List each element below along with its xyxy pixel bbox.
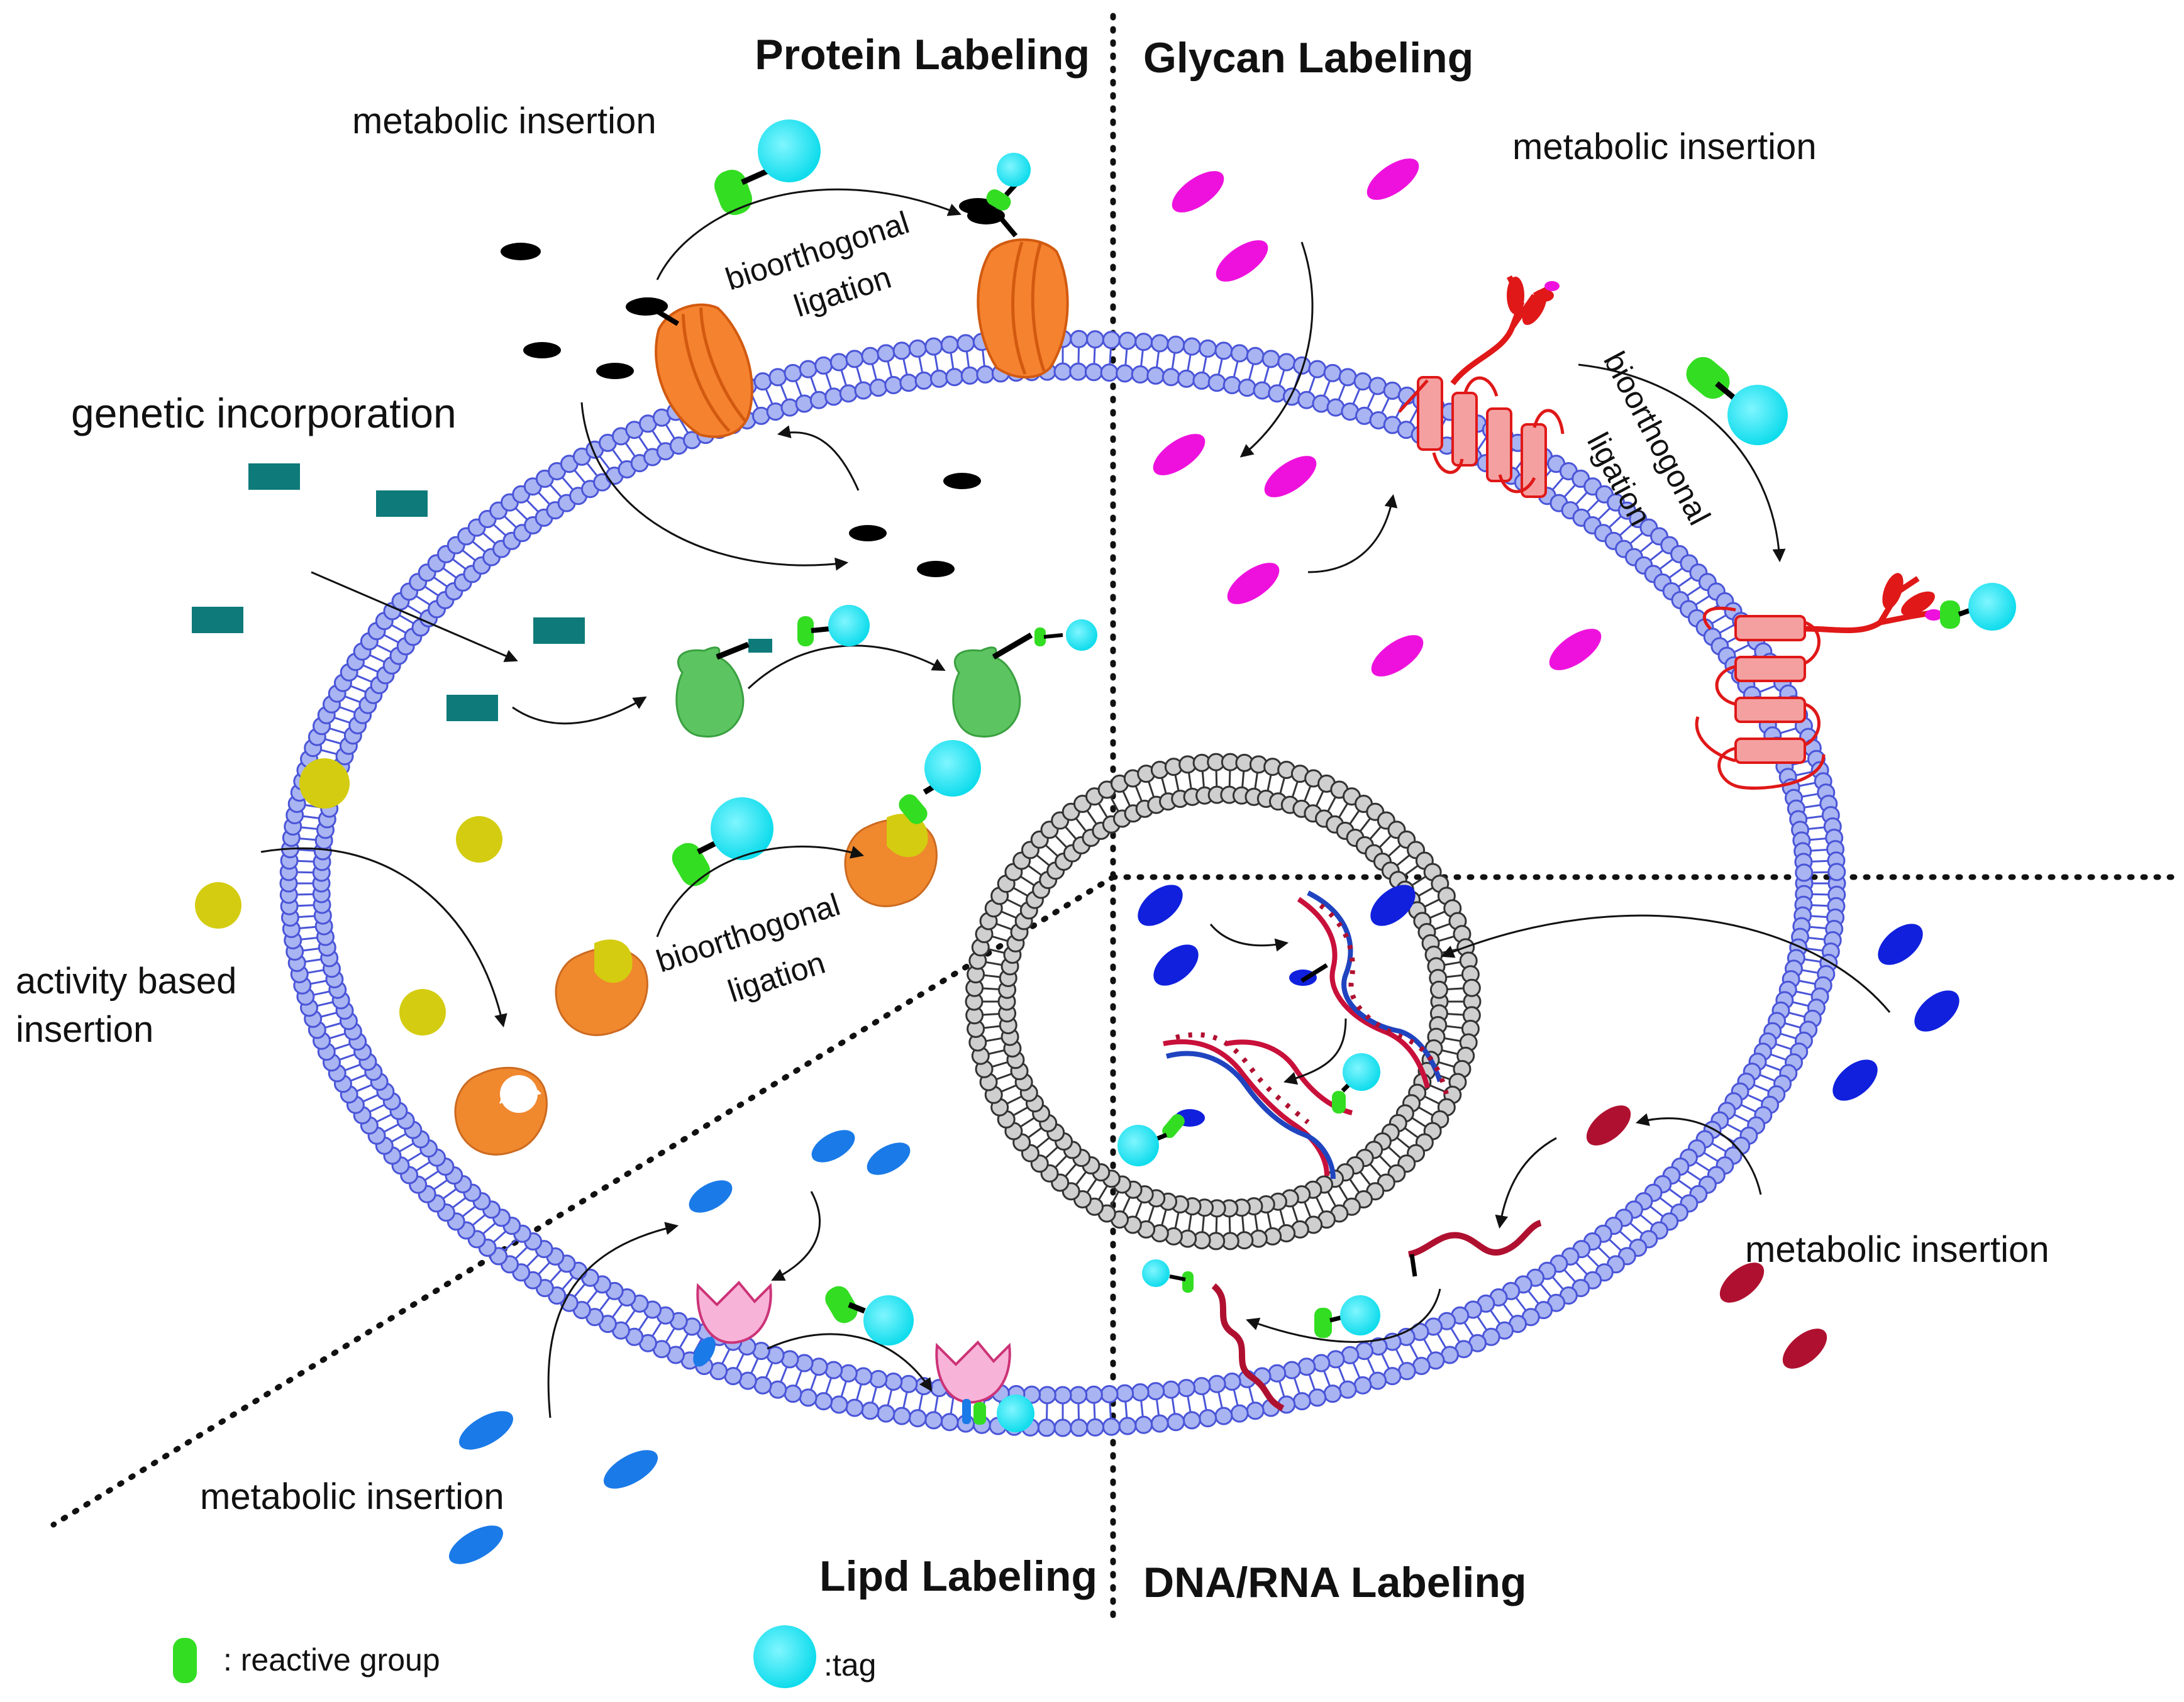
label-activity-based-2: insertion	[16, 1009, 153, 1050]
arrow-bioorthogonal-2	[656, 845, 865, 937]
enzyme-orange-bound	[555, 939, 648, 1036]
rna-precursors	[1586, 1105, 1827, 1369]
label-metabolic-insertion-lipid: metabolic insertion	[200, 1476, 504, 1517]
arrow-genetic-incorporation	[311, 571, 518, 662]
enzyme-orange-free	[454, 1066, 548, 1156]
arrow-rna-transcription	[1495, 1137, 1557, 1229]
arrow-genetic-to-enzyme	[512, 696, 647, 725]
title-protein-labeling: Protein Labeling	[755, 31, 1090, 79]
probe-protein-top	[714, 119, 821, 215]
activity-probes	[195, 758, 502, 1036]
unnatural-amino-acids	[192, 463, 772, 721]
arrow-dna-nuclear	[1283, 1018, 1347, 1085]
protein-labeling-group	[192, 119, 1097, 1156]
arrow-protein-return	[777, 425, 860, 491]
arrow-glycan-insertion	[1239, 241, 1314, 458]
label-activity-based-1: activity based	[16, 961, 236, 1002]
dna-helix-2	[1163, 1032, 1353, 1180]
arrow-glycan-return	[1307, 494, 1398, 573]
divider-diagonal	[50, 874, 1116, 1528]
arrow-protein-cycle	[580, 402, 849, 571]
arrow-bioorthogonal-3	[1578, 363, 1786, 563]
probe-activity	[672, 797, 773, 887]
arrow-enzyme-ligation	[747, 644, 946, 690]
probe-enzyme	[797, 605, 870, 646]
arrow-lipid-to-flower	[771, 1191, 821, 1281]
probe-rna	[1314, 1295, 1380, 1338]
title-lipid-labeling: Lipd Labeling	[819, 1552, 1097, 1600]
rna-strand-2	[1211, 1283, 1285, 1412]
dna-rna-labeling-group	[1117, 885, 1960, 1412]
labeled-dna-tag-2	[1332, 1053, 1380, 1113]
arrow-lipid-ligation	[767, 1333, 933, 1392]
legend-reactive-group-swatch	[173, 1638, 197, 1683]
label-genetic-incorporation: genetic incorporation	[71, 390, 457, 436]
label-metabolic-insertion-glycan: metabolic insertion	[1512, 126, 1817, 167]
lipid-anchored-protein-2	[935, 1340, 1034, 1432]
legend-tag-label: :tag	[824, 1647, 876, 1683]
glycoprotein-1	[1398, 275, 1565, 498]
arrow-nucleoside-nucleus	[1441, 914, 1891, 1013]
arrow-rna-ligation	[1246, 1288, 1441, 1343]
arrow-dna-in	[1209, 924, 1289, 952]
enzyme-green-right	[952, 619, 1097, 738]
membrane-protein-right	[977, 238, 1069, 379]
labeled-rna-tag	[1142, 1259, 1194, 1293]
membrane-protein-left	[655, 303, 753, 438]
arrow-rna-insertion	[1635, 1113, 1762, 1195]
dna-helix-1	[1297, 890, 1449, 1095]
legend-reactive-group-label: : reactive group	[223, 1642, 440, 1677]
arrow-lipid-insertion	[547, 1222, 679, 1418]
probe-lipid	[825, 1286, 914, 1346]
arrow-activity-based	[260, 847, 507, 1028]
sugar-precursors	[1153, 158, 1602, 677]
label-ligation-2: ligation	[724, 945, 829, 1009]
glycoprotein-2	[1695, 573, 2016, 790]
nuclear-membrane	[965, 753, 1482, 1251]
title-glycan-labeling: Glycan Labeling	[1143, 34, 1473, 82]
lipid-anchored-protein-1	[693, 1281, 772, 1367]
legend-tag-swatch	[753, 1625, 816, 1688]
rna-strand-1	[1407, 1220, 1542, 1257]
label-metabolic-insertion-protein: metabolic insertion	[352, 101, 657, 141]
probe-glycan	[1686, 356, 1788, 445]
glycan-labeling-group	[1153, 158, 2016, 790]
tag-ligated-protein	[997, 153, 1031, 187]
lipid-precursors	[449, 1130, 911, 1564]
enzyme-green-left	[675, 641, 750, 738]
quadrant-dividers	[50, 13, 2176, 1619]
arrow-bioorthogonal-1	[656, 188, 962, 280]
enzyme-orange-labeled	[844, 740, 981, 907]
legend: : reactive group :tag	[173, 1625, 876, 1688]
labeled-dna-tag-1	[1117, 1109, 1205, 1166]
title-dna-rna-labeling: DNA/RNA Labeling	[1143, 1559, 1526, 1606]
lipid-labeling-group	[449, 1130, 1034, 1564]
label-metabolic-insertion-dna: metabolic insertion	[1745, 1229, 2049, 1270]
